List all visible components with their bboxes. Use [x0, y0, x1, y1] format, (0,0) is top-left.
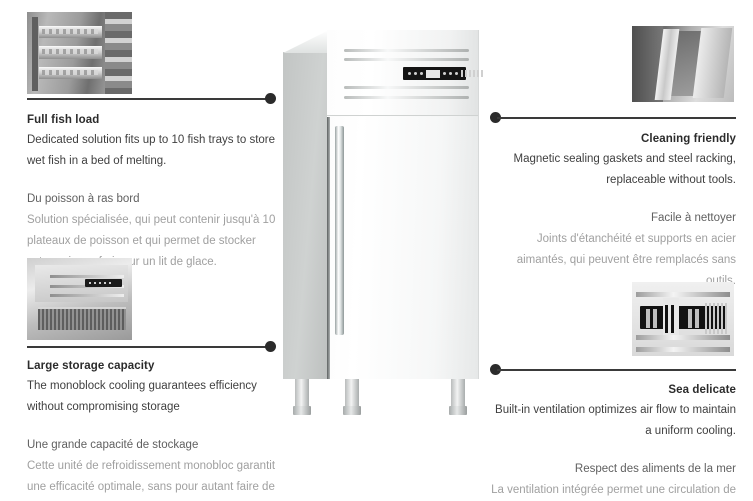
feature-subtitle: Respect des aliments de la mer	[574, 463, 736, 475]
vent-slot	[343, 58, 469, 62]
connector-rule	[497, 117, 736, 119]
fish-tray	[38, 66, 102, 80]
connector-line-cleaning-friendly	[490, 112, 736, 124]
compressor-housing	[327, 30, 485, 116]
feature-block-sea-delicate: Sea delicate Built-in ventilation optimi…	[486, 381, 736, 501]
connector-line-full-fish-load	[27, 93, 276, 105]
magnetic-gasket-photo	[632, 26, 734, 102]
indicator-led	[695, 308, 700, 328]
indicator-led	[688, 308, 693, 328]
product-image-refrigerator	[283, 30, 485, 415]
feature-subtitle: Une grande capacité de stockage	[27, 439, 199, 451]
feature-subbody: Joints d'étanchéité et supports en acier…	[516, 233, 736, 287]
feature-body: The monoblock cooling guarantees efficie…	[27, 380, 257, 413]
connector-rule	[27, 98, 269, 100]
connector-rule	[497, 369, 736, 371]
feature-body: Magnetic sealing gaskets and steel racki…	[513, 153, 736, 186]
trim-band	[636, 292, 730, 298]
feature-block-large-storage-capacity: Large storage capacity The monoblock coo…	[27, 357, 277, 501]
indicator-led-icon	[413, 72, 417, 76]
feature-image-gasket	[632, 26, 734, 102]
feature-title: Sea delicate	[668, 384, 736, 396]
adjustable-leg	[343, 379, 361, 415]
indicator-led-icon	[442, 72, 446, 76]
connector-dot	[265, 93, 276, 104]
rack-post	[32, 16, 38, 91]
indicator-led	[646, 308, 651, 328]
feature-subbody: Cette unité de refroidissement monobloc …	[27, 460, 276, 493]
trim-band	[636, 347, 730, 353]
feature-image-monoblock	[27, 258, 132, 340]
feature-subbody: La ventilation intégrée permet une circu…	[491, 484, 736, 496]
brand-logo-icon	[460, 70, 485, 78]
door-edge-gap	[327, 117, 330, 379]
panel-strip	[640, 306, 726, 329]
fish-tray	[38, 25, 102, 39]
feature-title: Full fish load	[27, 114, 100, 126]
condenser-grille	[37, 307, 126, 331]
feature-subtitle: Du poisson à ras bord	[27, 193, 140, 205]
feature-body: Built-in ventilation optimizes air flow …	[495, 404, 736, 437]
vent-slot	[343, 96, 469, 100]
indicator-led-icon	[454, 72, 458, 76]
connector-rule	[27, 346, 269, 348]
cabinet-body	[327, 30, 485, 379]
feature-title: Large storage capacity	[27, 360, 155, 372]
adjustable-leg	[293, 379, 311, 415]
feature-subtitle: Facile à nettoyer	[650, 212, 736, 224]
control-panel-photo	[632, 282, 734, 356]
connector-dot	[490, 364, 501, 375]
connector-line-sea-delicate	[490, 364, 736, 376]
cabinet-door[interactable]	[327, 117, 478, 379]
door-handle[interactable]	[335, 126, 344, 335]
indicator-led-icon	[448, 72, 452, 76]
feature-image-fish-trays	[27, 12, 132, 94]
connector-line-large-storage-capacity	[27, 341, 276, 353]
fish-trays-photo	[27, 12, 132, 94]
vent-slot	[343, 48, 469, 52]
connector-dot	[490, 112, 501, 123]
connector-dot	[265, 341, 276, 352]
fish-tray	[38, 46, 102, 59]
rack-column	[104, 12, 132, 94]
vent-slot	[50, 294, 124, 298]
digital-readout	[662, 298, 679, 340]
feature-block-full-fish-load: Full fish load Dedicated solution fits u…	[27, 111, 277, 273]
adjustable-leg	[449, 379, 467, 415]
vent-slot	[343, 86, 469, 90]
trim-band	[636, 335, 730, 341]
indicator-led-icon	[419, 72, 423, 76]
monoblock-unit-photo	[27, 258, 132, 340]
cabinet-side-panel	[283, 52, 329, 379]
feature-title: Cleaning friendly	[641, 133, 736, 145]
feature-block-cleaning-friendly: Cleaning friendly Magnetic sealing gaske…	[486, 130, 736, 292]
indicator-led-icon	[407, 72, 411, 76]
brand-logo-icon	[705, 302, 728, 334]
indicator-led	[653, 308, 658, 328]
control-panel[interactable]	[402, 67, 485, 81]
control-panel	[84, 279, 122, 287]
vent-slot	[50, 275, 124, 279]
feature-body: Dedicated solution fits up to 10 fish tr…	[27, 134, 276, 167]
feature-image-control-panel	[632, 282, 734, 356]
digital-display	[425, 69, 440, 78]
